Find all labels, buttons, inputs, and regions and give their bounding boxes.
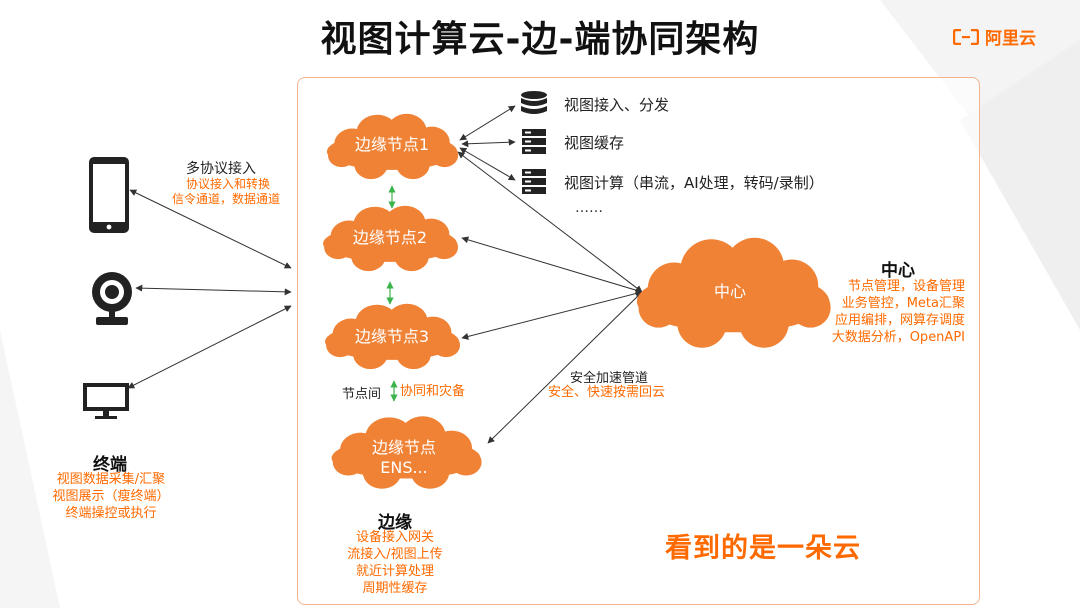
connector-webcam-edge (135, 284, 292, 296)
edge-line-2: 流接入/视图上传 (347, 547, 443, 562)
edge-node-ens-label: 边缘节点 ENS... (348, 438, 460, 478)
service-label: 视图缓存 (564, 133, 625, 152)
center-line-2: 业务管控，Meta汇聚 (841, 296, 965, 311)
webcam-icon (92, 272, 132, 325)
connector-monitor-edge (127, 305, 292, 389)
services-more: …… (575, 200, 603, 216)
protocol-title: 多协议接入 (186, 161, 256, 177)
logo-text: 阿里云 (985, 29, 1036, 49)
center-line-3: 应用编排，网算存调度 (834, 313, 965, 328)
terminal-line-3: 终端操控或执行 (65, 506, 157, 521)
edge-line-3: 就近计算处理 (355, 564, 434, 579)
connector-node1-service3 (459, 147, 516, 181)
brand-logo: 阿里云 (953, 24, 1036, 49)
terminal-title: 终端 (93, 455, 127, 475)
terminal-lines: 视图数据采集/汇聚 视图展示（瘦终端） 终端操控或执行 (36, 471, 186, 522)
protocol-line-2: 信令通道，数据通道 (172, 192, 281, 206)
slogan: 看到的是一朵云 (665, 533, 861, 564)
edge-title: 边缘 (378, 513, 412, 533)
terminal-line-2: 视图展示（瘦终端） (52, 489, 170, 504)
server-icon (522, 169, 546, 194)
edge-lines: 设备接入网关 流接入/视图上传 就近计算处理 周期性缓存 (320, 529, 470, 597)
terminal-line-1: 视图数据采集/汇聚 (56, 472, 166, 487)
center-cloud-label: 中心 (713, 282, 746, 301)
center-lines: 节点管理，设备管理 业务管控，Meta汇聚 应用编排，网算存调度 大数据分析，O… (800, 278, 965, 346)
edge-node-ens-line1: 边缘节点 (371, 438, 436, 457)
center-line-4: 大数据分析，OpenAPI (831, 330, 965, 345)
service-access-distribution: 视图接入、分发 (518, 90, 669, 118)
node-collab-label: 节点间 (342, 387, 382, 402)
edge-line-1: 设备接入网关 (355, 530, 434, 545)
smartphone-icon (89, 157, 129, 233)
monitor-icon (83, 383, 129, 419)
center-title: 中心 (881, 261, 915, 281)
connector-node3-center (461, 290, 643, 340)
database-icon (521, 91, 547, 114)
service-label: 视图计算（串流，AI处理，转码/录制） (564, 173, 824, 192)
service-compute: 视图计算（串流，AI处理，转码/录制） (518, 168, 824, 196)
connector-ens-center (487, 291, 643, 444)
edge-node-1-label: 边缘节点1 (354, 135, 430, 154)
service-cache: 视图缓存 (518, 128, 624, 156)
edge-node-3-label: 边缘节点3 (354, 327, 430, 346)
edge-node-ens-line2: ENS... (380, 458, 428, 477)
edge-line-4: 周期性缓存 (362, 581, 428, 596)
edge-node-2-label: 边缘节点2 (352, 228, 428, 247)
connector-node1-service1 (459, 105, 516, 141)
connector-phone-edge (129, 189, 292, 269)
server-icon (522, 129, 546, 154)
center-line-1: 节点管理，设备管理 (847, 279, 965, 294)
aliyun-logo-icon (953, 28, 979, 45)
connector-node1-service2 (461, 138, 516, 148)
slide-title: 视图计算云-边-端协同架构 (320, 19, 760, 60)
node-collab-desc: 协同和灾备 (400, 384, 466, 399)
service-label: 视图接入、分发 (564, 95, 670, 114)
connector-node2-center (461, 236, 643, 294)
secure-channel-title: 安全加速管道 (570, 371, 649, 386)
protocol-line-1: 协议接入和转换 (186, 177, 271, 191)
secure-channel-desc: 安全、快速按需回云 (548, 385, 666, 400)
